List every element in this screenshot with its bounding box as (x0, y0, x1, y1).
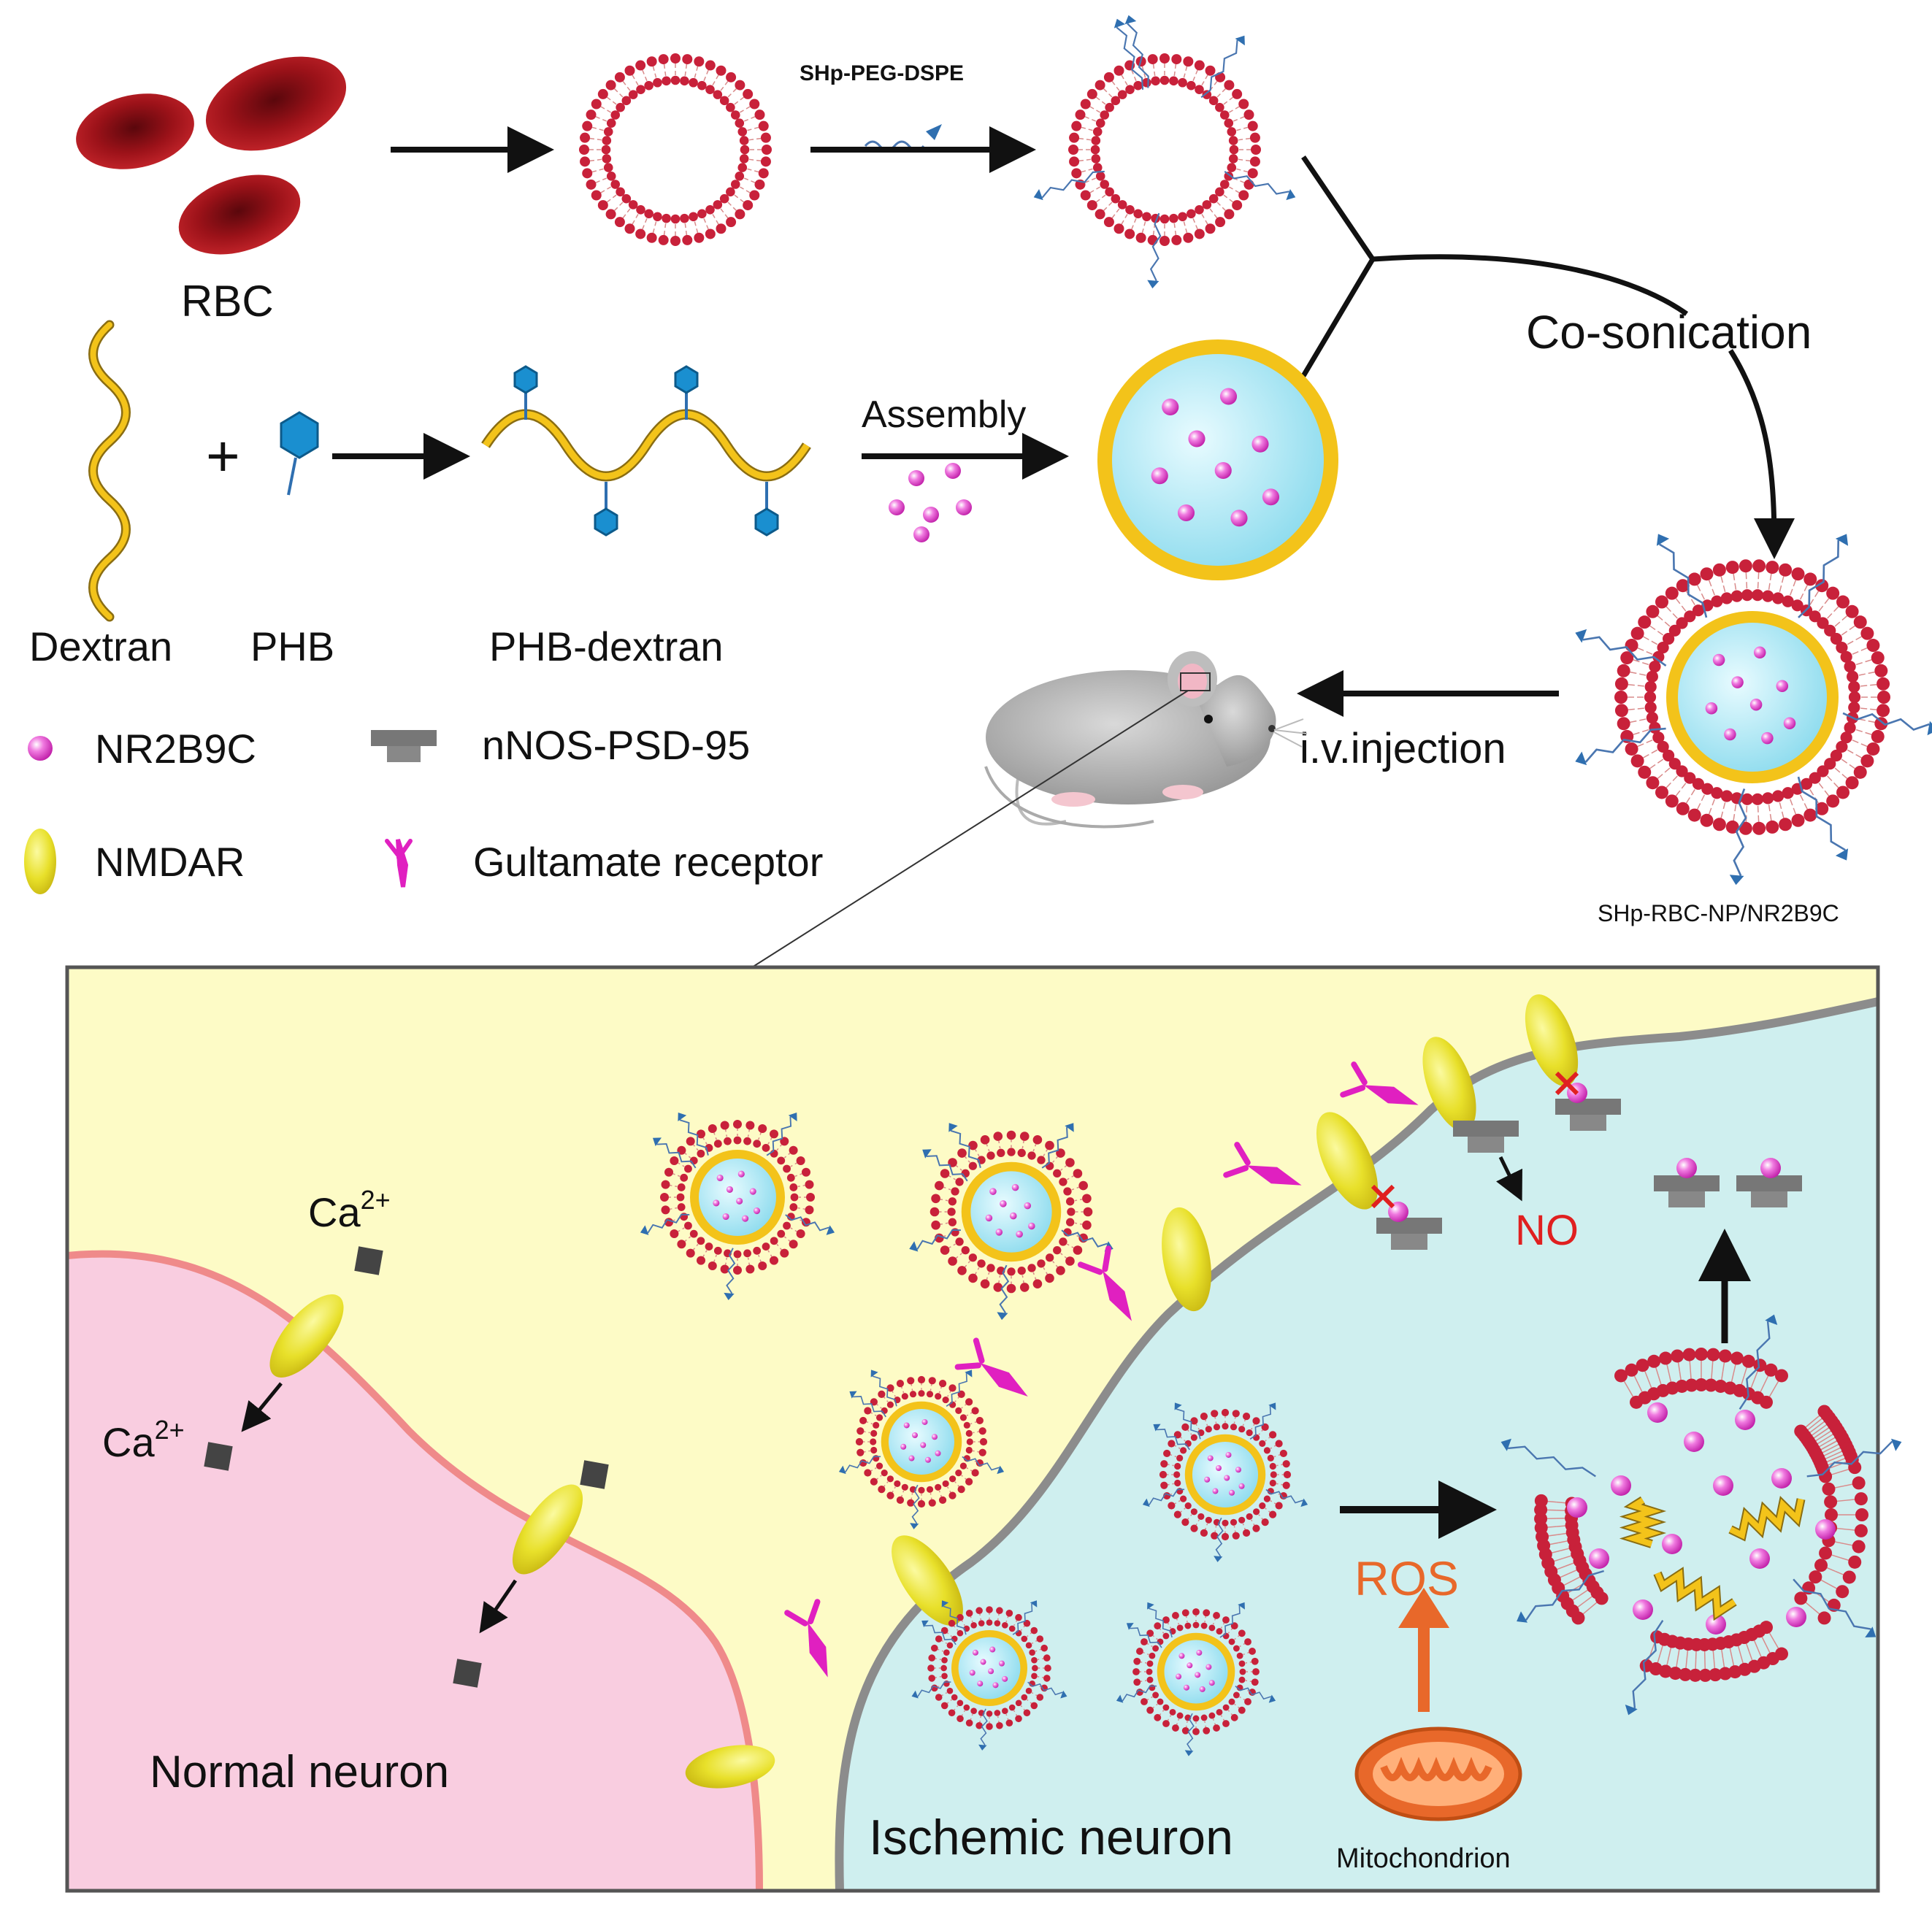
ca-influx-arrow-2 (479, 1579, 518, 1634)
nmdar-ischemic-2 (1162, 1207, 1211, 1312)
nmdar-ischemic-5 (1525, 994, 1579, 1086)
nr2b9c-icon (28, 736, 53, 761)
phb-molecule-icon (280, 411, 319, 496)
nnos-complex-1 (1371, 1184, 1442, 1250)
phb-dextran-core-nanoparticle (1097, 339, 1338, 580)
nnos-complex-released-2 (1736, 1158, 1802, 1207)
calcium-ion-1 (354, 1246, 383, 1275)
no-production-arrow (1496, 1156, 1522, 1202)
mitochondrion-label: Mitochondrion (1336, 1843, 1511, 1874)
calcium-ion-4 (453, 1659, 482, 1688)
intracellular-nanoparticles (911, 1402, 1308, 1756)
nnos-complex-2 (1453, 1121, 1519, 1153)
shp-peg-dspe-icon (864, 124, 942, 152)
rbc-group (76, 56, 347, 255)
zoom-line (751, 690, 1189, 968)
nmdar-icon (24, 829, 56, 894)
shp-modified-vesicle (1033, 15, 1296, 289)
phb-dextran-polymer (481, 365, 811, 537)
nnos-complex-3 (1555, 1071, 1621, 1131)
nmdar-ischemic-4 (1422, 1037, 1476, 1132)
normal-neuron-label: Normal neuron (150, 1747, 449, 1797)
nmdar-normal-3 (685, 1745, 775, 1789)
panel-border (65, 965, 1880, 1893)
ischemic-neuron-label: Ischemic neuron (869, 1810, 1233, 1865)
arrow-co-sonication (1728, 349, 1795, 559)
ros-label: ROS (1354, 1551, 1459, 1605)
nnos-psd95-icon (371, 730, 437, 762)
glutamate-receptor-icon (385, 839, 413, 888)
legend-nmdar-label: NMDAR (95, 839, 245, 885)
nmdar-normal-1 (269, 1294, 344, 1378)
co-sonication-join-lines (1300, 155, 1376, 377)
membrane-glutamate-receptors (784, 1061, 1419, 1678)
neuron-panel (65, 965, 1880, 1893)
assembly-label: Assembly (862, 393, 1026, 436)
ca-influx-arrow-1 (241, 1382, 283, 1432)
shp-peg-dspe-label: SHp-PEG-DSPE (800, 61, 964, 85)
legend-nr2b9c-label: NR2B9C (95, 726, 256, 772)
nr2b9c-loading-dots (889, 463, 972, 542)
shp-rbc-np-label: SHp-RBC-NP/NR2B9C (1598, 900, 1839, 926)
ischemic-neuron-region (839, 1002, 1878, 1891)
co-sonication-label: Co-sonication (1526, 306, 1812, 358)
disassembled-nanoparticle (1500, 1314, 1902, 1716)
nnos-complex-released-1 (1654, 1158, 1720, 1207)
rbc-membrane-vesicle (579, 53, 772, 246)
legend: NR2B9C nNOS-PSD-95 NMDAR Gultamate recep… (24, 722, 823, 894)
normal-neuron-region (67, 1253, 759, 1891)
iv-injection-label: i.v.injection (1300, 725, 1506, 772)
dextran-label: Dextran (29, 623, 172, 669)
calcium-ion-2 (204, 1442, 233, 1471)
nmdar-normal-2 (512, 1484, 583, 1575)
ca-label-top: Ca2+ (308, 1185, 391, 1235)
mitochondrion-icon (1354, 1726, 1522, 1821)
plus-sign: + (206, 423, 240, 488)
no-label: NO (1515, 1207, 1579, 1254)
rbc-label: RBC (181, 277, 274, 326)
phb-label: PHB (250, 623, 334, 669)
mouse-illustration (984, 651, 1308, 829)
ca-label-bottom: Ca2+ (102, 1415, 185, 1465)
calcium-ion-3 (580, 1460, 609, 1489)
legend-glutamate-receptor-label: Gultamate receptor (473, 839, 823, 885)
legend-nnos-psd95-label: nNOS-PSD-95 (482, 722, 750, 768)
nmdar-ischemic-3 (1316, 1112, 1379, 1210)
extracellular-nanoparticles (640, 1113, 1113, 1529)
shp-rbc-np-nanoparticle (1575, 534, 1932, 886)
phb-dextran-label: PHB-dextran (489, 623, 724, 669)
